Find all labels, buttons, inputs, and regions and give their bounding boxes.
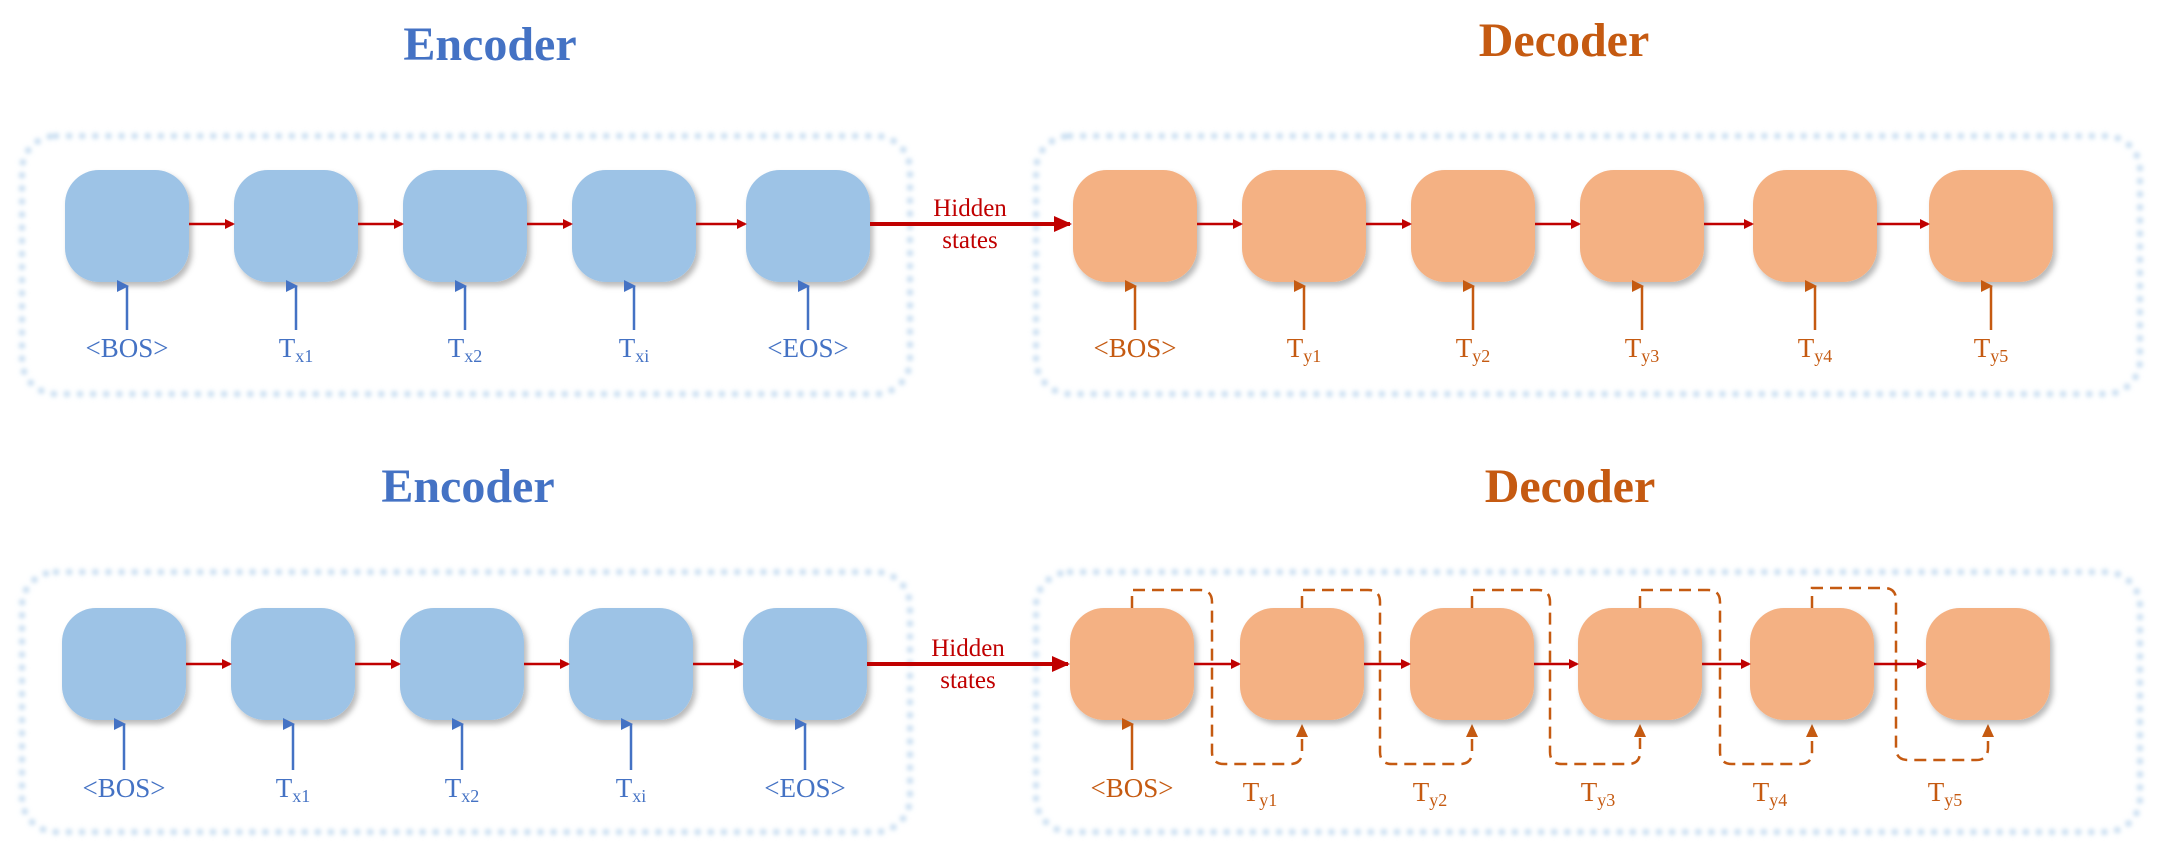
token-label: Ty2 xyxy=(1456,333,1491,366)
token-label: Ty5 xyxy=(1974,333,2009,366)
encoder-cell xyxy=(403,170,527,282)
feedback-arrowhead xyxy=(1634,724,1646,737)
decoder-cells xyxy=(1073,170,2053,282)
encoder-cell xyxy=(400,608,524,720)
token-label: Ty3 xyxy=(1581,777,1616,810)
token-label: Txi xyxy=(616,773,647,806)
decoder-tokens: <BOS> Ty1 Ty2 Ty3 Ty4 Ty5 xyxy=(1091,773,1963,810)
encoder-title: Encoder xyxy=(403,18,576,71)
encoder-cells xyxy=(62,608,867,720)
token-label: <EOS> xyxy=(767,333,848,363)
hidden-states-label: Hidden xyxy=(933,195,1007,222)
feedback-loop xyxy=(1130,588,1304,766)
token-label: Tx1 xyxy=(279,333,314,366)
decoder-cells xyxy=(1070,608,2050,720)
decoder-cell xyxy=(1753,170,1877,282)
feedback-loops xyxy=(1130,586,1990,766)
token-label: Tx2 xyxy=(448,333,483,366)
encoder-cells xyxy=(65,170,870,282)
encoder-tokens: <BOS> Tx1 Tx2 Txi <EOS> xyxy=(83,773,846,806)
token-label: Ty1 xyxy=(1287,333,1322,366)
decoder-cell xyxy=(1070,608,1194,720)
feedback-arrowhead xyxy=(1296,724,1308,737)
feedback-arrowhead xyxy=(1982,724,1994,737)
token-label: <BOS> xyxy=(83,773,166,803)
encoder-cell xyxy=(743,608,867,720)
decoder-cell xyxy=(1929,170,2053,282)
decoder-cell xyxy=(1750,608,1874,720)
token-label: <BOS> xyxy=(1094,333,1177,363)
decoder-cell xyxy=(1073,170,1197,282)
top-panel: Encoder Decoder <BOS> xyxy=(19,14,2143,397)
encoder-frame xyxy=(19,569,913,835)
feedback-arrowhead xyxy=(1466,724,1478,737)
feedback-loop xyxy=(1300,588,1474,766)
encoder-cell xyxy=(65,170,189,282)
token-label: Ty4 xyxy=(1753,777,1788,810)
token-label: Tx2 xyxy=(445,773,480,806)
decoder-tokens: <BOS> Ty1 Ty2 Ty3 Ty4 Ty5 xyxy=(1094,333,2009,366)
encoder-title: Encoder xyxy=(381,460,554,513)
encoder-cell xyxy=(572,170,696,282)
encoder-tokens: <BOS> Tx1 Tx2 Txi <EOS> xyxy=(86,333,849,366)
decoder-input-arrows xyxy=(1125,280,1993,330)
decoder-cell xyxy=(1410,608,1534,720)
token-label: Tx1 xyxy=(276,773,311,806)
decoder-cell xyxy=(1240,608,1364,720)
token-label: Ty1 xyxy=(1243,777,1278,810)
feedback-loop xyxy=(1810,586,1990,762)
token-label: <BOS> xyxy=(1091,773,1174,803)
decoder-frame xyxy=(1033,133,2143,397)
encoder-input-arrows xyxy=(117,280,810,330)
encoder-cell xyxy=(62,608,186,720)
encoder-cell xyxy=(569,608,693,720)
feedback-loop xyxy=(1638,588,1814,766)
decoder-title: Decoder xyxy=(1485,460,1656,513)
hidden-states-label: states xyxy=(942,227,998,254)
hidden-states-label: states xyxy=(940,667,996,694)
hidden-states-label: Hidden xyxy=(931,635,1005,662)
encoder-frame xyxy=(19,133,913,397)
feedback-loop xyxy=(1470,588,1642,766)
decoder-cell xyxy=(1242,170,1366,282)
feedback-arrowhead xyxy=(1806,724,1818,737)
decoder-cell xyxy=(1926,608,2050,720)
token-label: Ty2 xyxy=(1413,777,1448,810)
token-label: Ty4 xyxy=(1798,333,1833,366)
decoder-title: Decoder xyxy=(1479,14,1650,67)
token-label: Ty5 xyxy=(1928,777,1963,810)
encoder-input-arrows xyxy=(114,718,807,770)
encoder-cell xyxy=(234,170,358,282)
decoder-cell xyxy=(1411,170,1535,282)
decoder-cell xyxy=(1578,608,1702,720)
decoder-cell xyxy=(1580,170,1704,282)
encoder-cell xyxy=(746,170,870,282)
token-label: <EOS> xyxy=(764,773,845,803)
token-label: Ty3 xyxy=(1625,333,1660,366)
encoder-cell xyxy=(231,608,355,720)
token-label: Txi xyxy=(619,333,650,366)
feedback-arrowheads xyxy=(1296,724,1994,737)
token-label: <BOS> xyxy=(86,333,169,363)
bottom-panel: Encoder Decoder <BOS> Tx1 Tx2 xyxy=(19,460,2143,835)
